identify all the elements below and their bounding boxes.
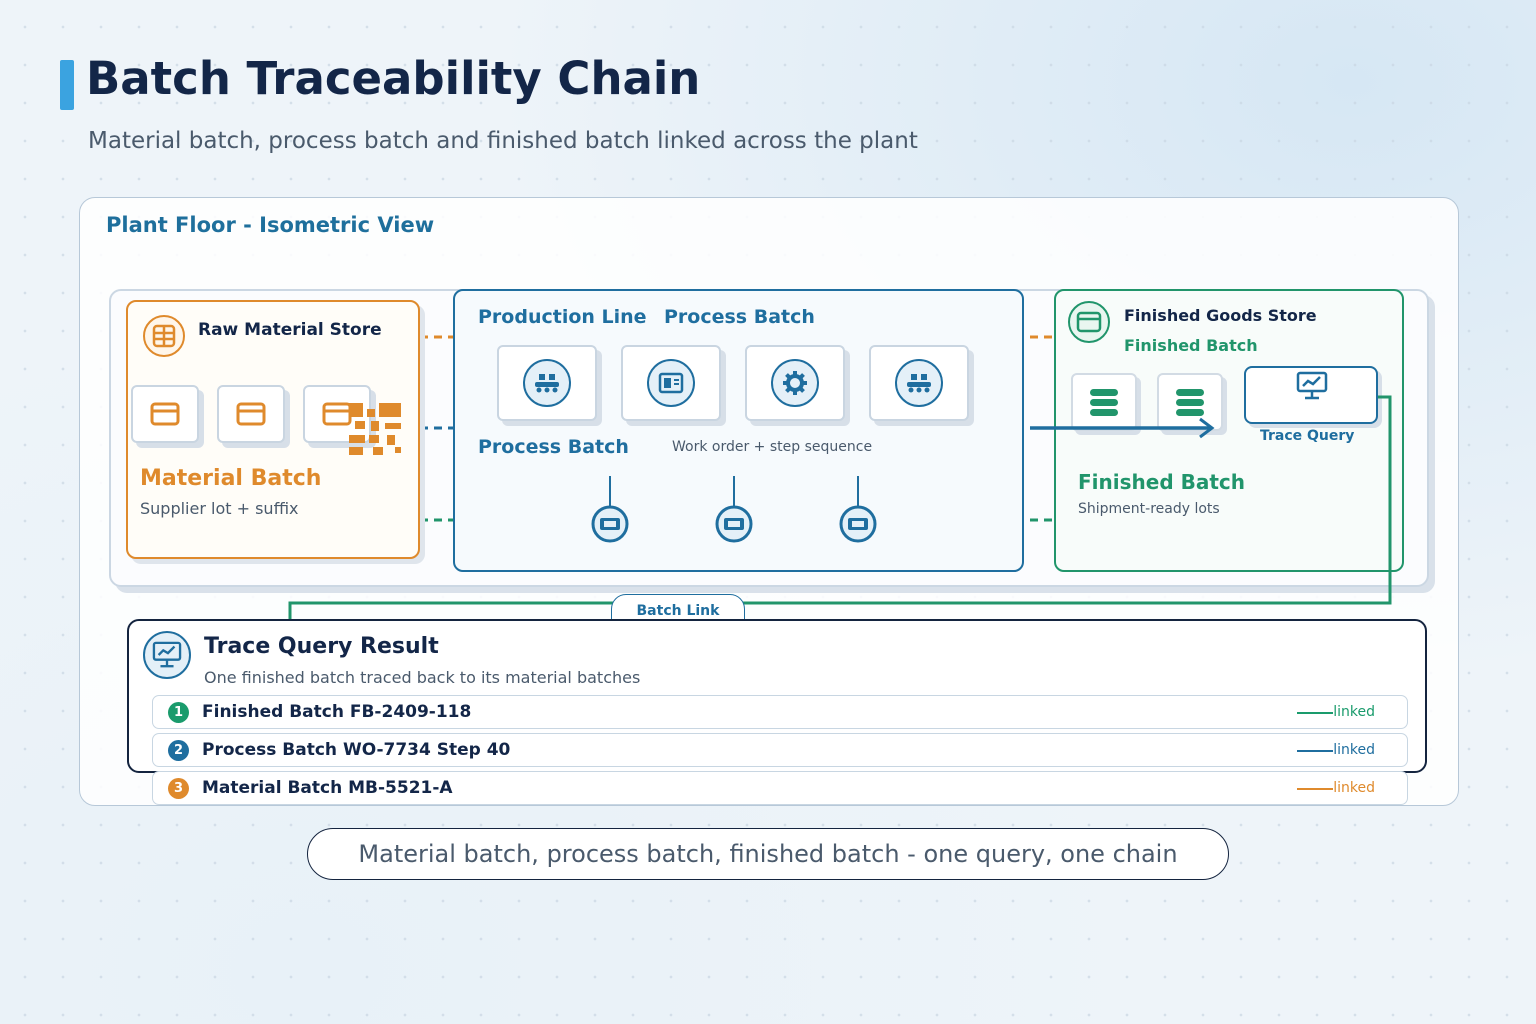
result-row[interactable]: 2 Process Batch WO-7734 Step 40 linked <box>152 733 1408 767</box>
sensor-icon <box>591 505 629 543</box>
conveyor-icon <box>895 359 943 407</box>
raw-store-title: Raw Material Store <box>198 320 382 340</box>
production-line-title: Production Line <box>478 306 647 328</box>
page-subtitle: Material batch, process batch and finish… <box>88 128 918 154</box>
material-batch-label: Material Batch <box>140 466 322 491</box>
row-number-badge: 1 <box>168 702 189 723</box>
footer-caption: Material batch, process batch, finished … <box>307 828 1229 880</box>
finished-batch-label: Finished Batch <box>1078 470 1245 494</box>
station-tile-3 <box>745 345 845 421</box>
material-bin-1 <box>131 385 199 443</box>
result-subtitle: One finished batch traced back to its ma… <box>204 668 641 687</box>
box-icon <box>150 402 180 426</box>
warehouse-icon <box>143 315 185 357</box>
plant-floor-title: Plant Floor - Isometric View <box>106 213 435 237</box>
result-row[interactable]: 3 Material Batch MB-5521-A linked <box>152 771 1408 805</box>
page-title: Batch Traceability Chain <box>86 52 701 105</box>
sensor-icon <box>839 505 877 543</box>
process-batch-detail: Work order + step sequence <box>672 439 873 455</box>
stack-icon <box>1176 389 1204 416</box>
monitor-chart-icon <box>1296 371 1328 400</box>
row-status: linked <box>1333 742 1375 758</box>
trace-query-label: Trace Query <box>1260 428 1355 444</box>
sensor-icon <box>715 505 753 543</box>
result-row[interactable]: 1 Finished Batch FB-2409-118 linked <box>152 695 1408 729</box>
stack-icon <box>1090 389 1118 416</box>
result-title: Trace Query Result <box>204 634 439 659</box>
box-icon <box>236 402 266 426</box>
production-process-batch-title: Process Batch <box>664 306 815 328</box>
material-bin-2 <box>217 385 285 443</box>
station-tile-2 <box>621 345 721 421</box>
link-line-icon <box>1297 750 1333 752</box>
finished-store-subtitle: Finished Batch <box>1124 336 1258 355</box>
row-label: Process Batch WO-7734 Step 40 <box>202 740 511 760</box>
trace-query-terminal[interactable] <box>1244 366 1378 424</box>
station-tile-4 <box>869 345 969 421</box>
title-accent-bar <box>60 60 74 110</box>
conveyor-icon <box>523 359 571 407</box>
station-tile-1 <box>497 345 597 421</box>
sensor-tags <box>591 476 877 543</box>
row-number-badge: 2 <box>168 740 189 761</box>
store-icon <box>1068 301 1110 343</box>
process-batch-label: Process Batch <box>478 436 629 458</box>
row-number-badge: 3 <box>168 778 189 799</box>
link-line-icon <box>1297 788 1333 790</box>
gear-icon <box>771 359 819 407</box>
qr-code-icon <box>349 403 401 455</box>
monitor-chart-icon <box>143 631 191 679</box>
finished-batch-detail: Shipment-ready lots <box>1078 501 1220 517</box>
material-batch-detail: Supplier lot + suffix <box>140 499 299 518</box>
row-label: Material Batch MB-5521-A <box>202 778 453 798</box>
finished-store-title: Finished Goods Store <box>1124 306 1317 325</box>
link-line-icon <box>1297 712 1333 714</box>
row-status: linked <box>1333 780 1375 796</box>
row-label: Finished Batch FB-2409-118 <box>202 702 472 722</box>
row-status: linked <box>1333 704 1375 720</box>
pallet-stack-1 <box>1071 373 1137 431</box>
control-panel-icon <box>647 359 695 407</box>
pallet-stack-2 <box>1157 373 1223 431</box>
